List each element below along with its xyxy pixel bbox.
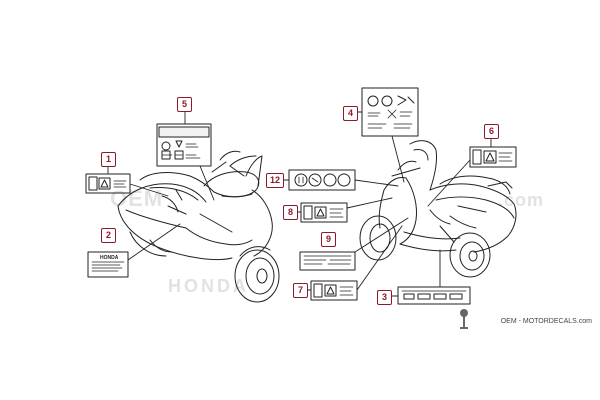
decal-12-graphic xyxy=(288,169,356,191)
callout-3: 3 xyxy=(377,290,392,305)
callout-6: 6 xyxy=(484,124,499,139)
callout-7: 7 xyxy=(293,283,308,298)
decal-6-graphic xyxy=(469,146,517,168)
decal-2-brand: HONDA xyxy=(100,255,119,261)
left-scooter-illustration xyxy=(117,150,280,303)
site-footer: OEM - MOTORDECALS.com xyxy=(500,318,592,325)
callout-5: 5 xyxy=(177,97,192,112)
decal-7-graphic xyxy=(310,280,358,301)
callout-4: 4 xyxy=(343,106,358,121)
watermark-honda: HONDA xyxy=(168,276,249,296)
callout-8: 8 xyxy=(283,205,298,220)
decal-4-graphic xyxy=(361,87,419,137)
motordecals-logo-icon xyxy=(460,309,468,329)
callout-1: 1 xyxy=(101,152,116,167)
right-scooter-illustration xyxy=(359,140,517,278)
decal-3-graphic xyxy=(397,286,471,305)
decal-1-graphic xyxy=(85,173,131,194)
watermark-com-right: .com xyxy=(498,190,545,210)
callout-9: 9 xyxy=(321,232,336,247)
callout-12: 12 xyxy=(266,173,284,188)
callout-2: 2 xyxy=(101,228,116,243)
decal-5-graphic xyxy=(156,123,212,167)
decal-9-graphic xyxy=(299,251,356,271)
decal-2-graphic xyxy=(87,251,129,278)
decal-8-graphic xyxy=(300,202,348,223)
